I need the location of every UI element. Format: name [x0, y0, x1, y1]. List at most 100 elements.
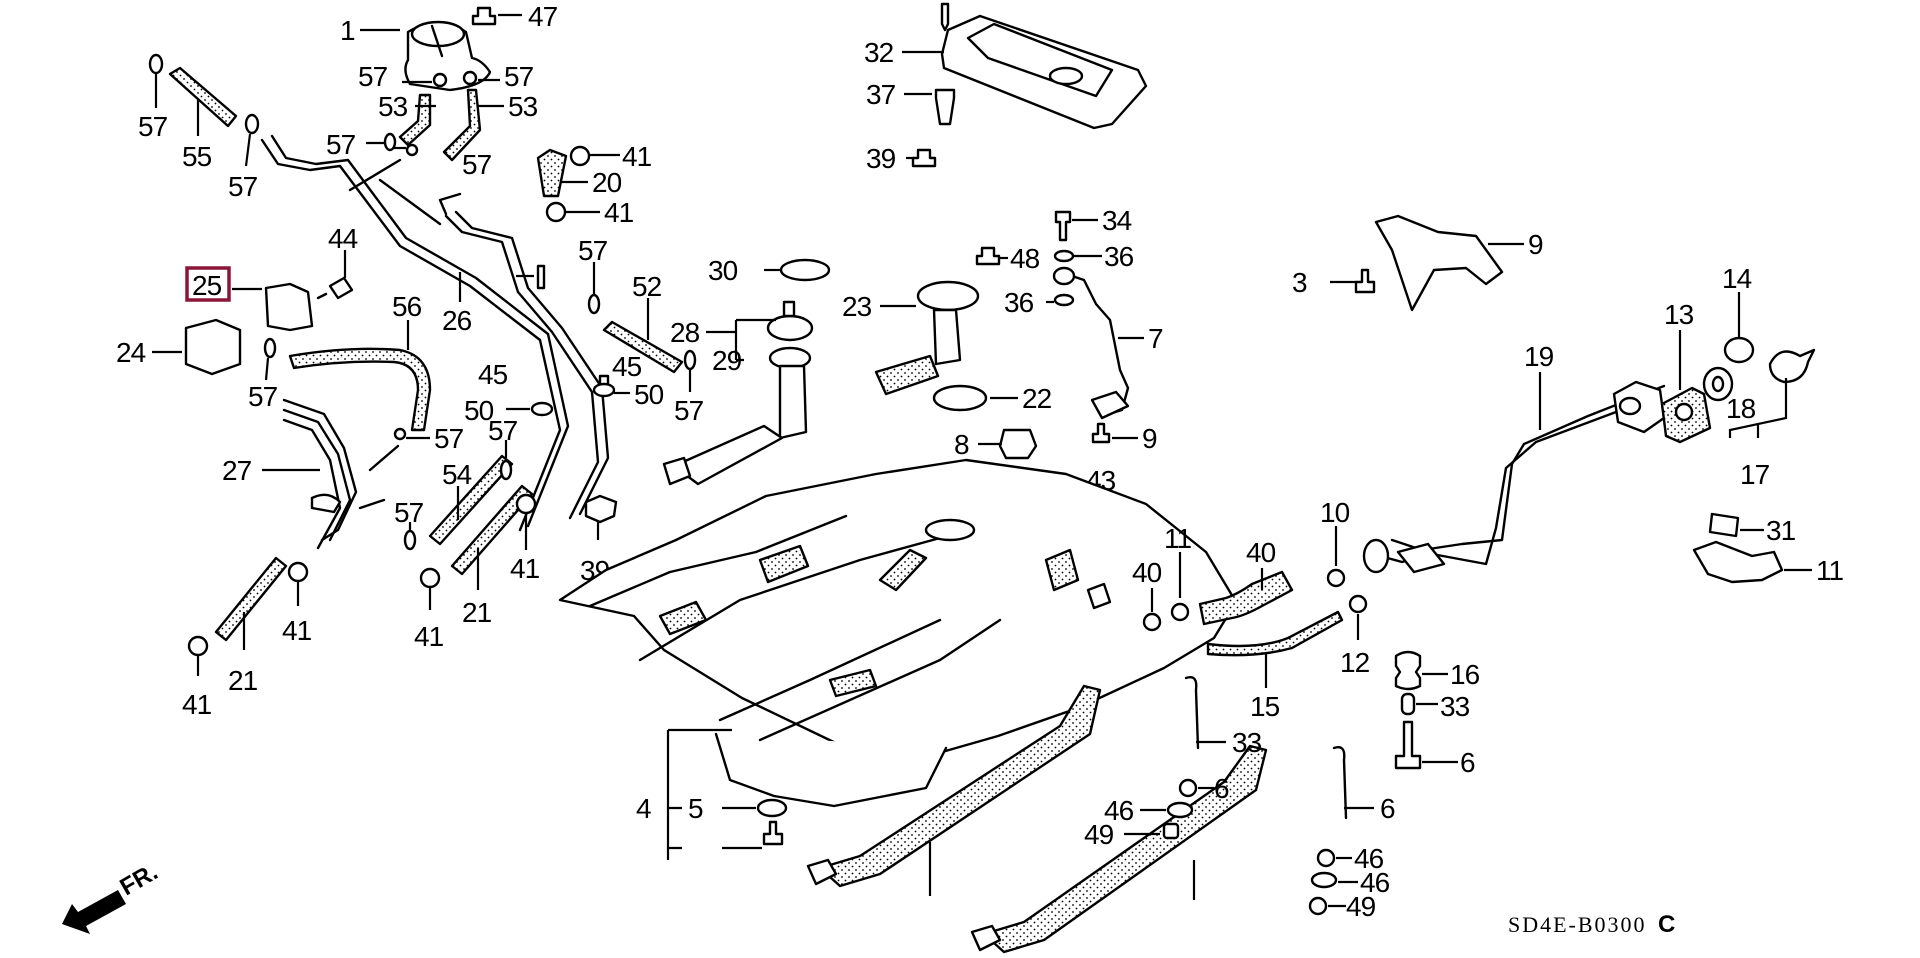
callout-45-b[interactable]: 45	[612, 351, 643, 382]
callout-8[interactable]: 22	[1022, 383, 1053, 414]
part-6-bolt-a[interactable]	[1184, 676, 1200, 750]
part-44-bolt[interactable]	[316, 276, 354, 300]
part-52-hose[interactable]	[602, 320, 684, 374]
callout-13[interactable]: 19	[1524, 341, 1555, 372]
callout-57-h[interactable]: 57	[434, 423, 465, 454]
callout-57-i[interactable]: 57	[578, 235, 609, 266]
part-50-washer-b[interactable]	[592, 382, 616, 398]
callout-53-a[interactable]: 53	[378, 91, 409, 122]
callout-49-a[interactable]: 46	[1104, 795, 1135, 826]
callout-39-a[interactable]: 39	[866, 143, 897, 174]
callout-20[interactable]: 20	[592, 167, 623, 198]
callout-41-a[interactable]: 41	[622, 141, 653, 172]
callout-26[interactable]: 26	[442, 305, 473, 336]
callout-16[interactable]: 33	[1440, 691, 1471, 722]
callout-37[interactable]: 37	[866, 79, 897, 110]
part-27-pipes[interactable]	[282, 398, 400, 550]
part-11-clamp-a[interactable]	[1170, 602, 1190, 622]
callout-31[interactable]: 11	[1816, 555, 1844, 586]
part-23-fuel-pump[interactable]	[874, 280, 980, 396]
callout-49-b[interactable]: 46	[1360, 867, 1391, 898]
part-38-bolt[interactable]	[1354, 268, 1376, 294]
callout-22[interactable]: 7	[1148, 323, 1164, 354]
callout-15[interactable]: 16	[1450, 659, 1481, 690]
part-50-washer-a[interactable]	[530, 401, 554, 417]
part-42-bolt[interactable]	[762, 820, 784, 846]
callout-57-k[interactable]: 57	[488, 415, 519, 446]
callout-11-b[interactable]: 10	[1320, 497, 1351, 528]
part-53-hose-a[interactable]	[398, 93, 432, 147]
part-31-bracket[interactable]	[1692, 540, 1784, 584]
part-39-clip-b[interactable]	[584, 494, 618, 524]
part-16-collar[interactable]	[1400, 692, 1416, 716]
callout-21-a[interactable]: 21	[228, 665, 259, 696]
part-20-hose[interactable]	[536, 148, 568, 198]
callout-32[interactable]: 32	[864, 37, 895, 68]
callout-46-b[interactable]: 49	[1084, 819, 1115, 850]
callout-57-g[interactable]: 57	[248, 381, 279, 412]
callout-36-a[interactable]: 36	[1104, 241, 1135, 272]
callout-11-a[interactable]: 11	[1164, 523, 1192, 554]
callout-52[interactable]: 52	[632, 271, 663, 302]
callout-19[interactable]: 18	[1726, 393, 1757, 424]
part-55-hose[interactable]	[168, 66, 238, 128]
callout-34[interactable]: 34	[1102, 205, 1133, 236]
callout-54[interactable]: 54	[442, 459, 473, 490]
callout-57-j[interactable]: 57	[674, 395, 705, 426]
callout-18[interactable]: 17	[1740, 459, 1771, 490]
part-54-hose[interactable]	[428, 454, 514, 546]
callout-57-c[interactable]: 57	[326, 129, 357, 160]
part-49-washer-b[interactable]	[1310, 871, 1338, 889]
part-46-nut-b[interactable]	[1162, 822, 1180, 840]
callout-53-b[interactable]: 53	[508, 91, 539, 122]
part-2-fuel-tank[interactable]	[558, 458, 1238, 808]
part-17-label[interactable]	[1708, 512, 1740, 538]
part-33-bolt[interactable]	[1394, 720, 1422, 770]
callout-57-b[interactable]: 57	[504, 61, 535, 92]
callout-46-a[interactable]: 6	[1214, 773, 1230, 804]
callout-7[interactable]: 8	[954, 429, 970, 460]
callout-2[interactable]: 4	[636, 793, 652, 824]
callout-41-e[interactable]: 41	[282, 615, 313, 646]
part-21-hose-a[interactable]	[214, 556, 288, 642]
callout-41-f[interactable]: 41	[182, 689, 213, 720]
callout-27[interactable]: 27	[222, 455, 253, 486]
callout-43[interactable]: 9	[1142, 423, 1158, 454]
callout-6-a[interactable]: 33	[1232, 727, 1263, 758]
part-53-hose-b[interactable]	[442, 88, 482, 162]
part-43-bolt[interactable]	[1091, 422, 1111, 444]
part-46-nut-a[interactable]	[1178, 778, 1198, 798]
callout-38[interactable]: 3	[1292, 267, 1308, 298]
part-7-cap[interactable]	[998, 428, 1038, 460]
callout-33[interactable]: 6	[1460, 747, 1476, 778]
callout-50-a[interactable]: 50	[464, 395, 495, 426]
part-4-strap[interactable]	[818, 684, 1102, 888]
callout-57-d[interactable]: 57	[138, 111, 169, 142]
callout-57-a[interactable]: 57	[358, 61, 389, 92]
part-46-nut-d[interactable]	[1308, 896, 1328, 916]
part-48-nut[interactable]	[975, 246, 1001, 266]
callout-50-b[interactable]: 50	[634, 379, 665, 410]
callout-28[interactable]: 28	[670, 317, 701, 348]
part-36-washer-b[interactable]	[1053, 293, 1075, 307]
callout-25[interactable]: 25	[192, 270, 223, 301]
callout-57-l[interactable]: 57	[394, 497, 425, 528]
part-51-cushion[interactable]	[756, 798, 788, 818]
part-11-clamp-b[interactable]	[1326, 568, 1346, 588]
callout-46-c[interactable]: 46	[1354, 843, 1385, 874]
callout-55[interactable]: 55	[182, 141, 213, 172]
part-12-hose[interactable]	[1206, 610, 1344, 657]
callout-40-b[interactable]: 12	[1340, 647, 1371, 678]
part-40-clamp-b[interactable]	[1348, 594, 1368, 614]
part-21-hose-b[interactable]	[450, 484, 534, 576]
part-45-screw-a[interactable]	[536, 264, 546, 290]
callout-57-e[interactable]: 57	[228, 171, 259, 202]
callout-46-d[interactable]: 49	[1346, 891, 1377, 922]
callout-40-a[interactable]: 40	[1132, 557, 1163, 588]
callout-35[interactable]: 14	[1722, 263, 1753, 294]
part-39-nut-a[interactable]	[911, 148, 937, 168]
part-34-bolt[interactable]	[1054, 210, 1072, 242]
part-1-valve[interactable]	[404, 20, 492, 92]
callout-56[interactable]: 56	[392, 291, 423, 322]
callout-47[interactable]: 47	[528, 1, 559, 32]
